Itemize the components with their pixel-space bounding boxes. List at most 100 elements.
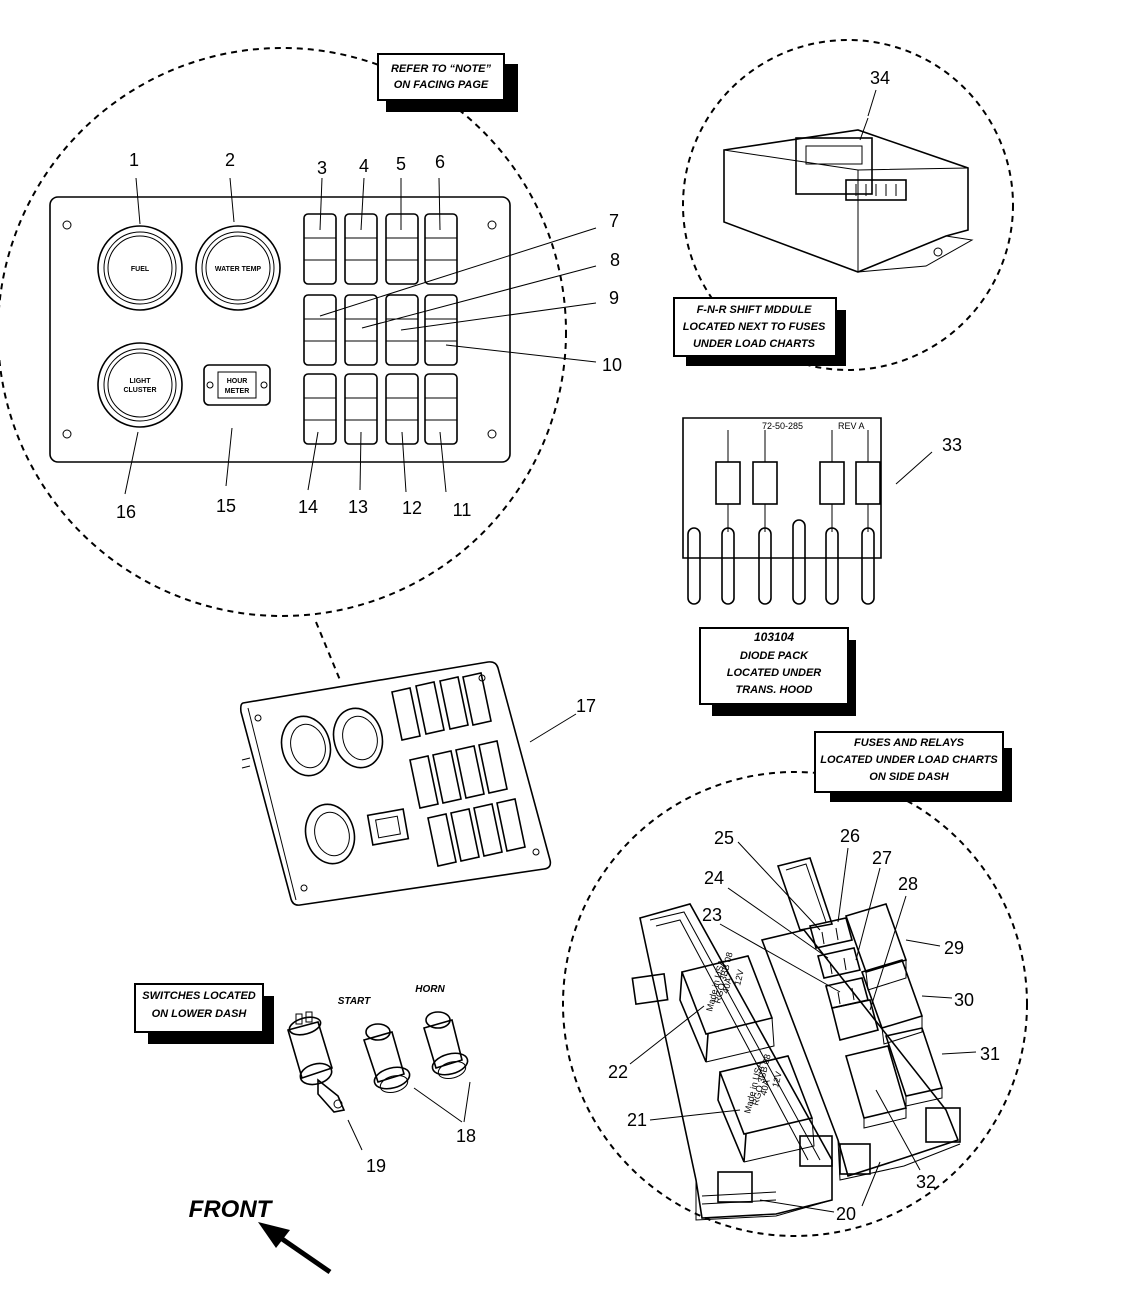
callout-34: 34 bbox=[870, 68, 890, 88]
detail-circle-fuses bbox=[562, 771, 1028, 1237]
callout-17: 17 bbox=[576, 696, 596, 716]
callout-29: 29 bbox=[944, 938, 964, 958]
callout-7: 7 bbox=[609, 211, 619, 231]
callout-24: 24 bbox=[704, 868, 724, 888]
dash-panel-assembly: 17 bbox=[239, 661, 596, 906]
callout-9: 9 bbox=[609, 288, 619, 308]
key-switch bbox=[287, 1011, 346, 1113]
callout-25: 25 bbox=[714, 828, 734, 848]
callout-18: 18 bbox=[456, 1126, 476, 1146]
diode-components bbox=[715, 430, 881, 532]
callout-2: 2 bbox=[225, 150, 235, 170]
diode-board-rev: REV A bbox=[838, 421, 865, 431]
callout-32: 32 bbox=[916, 1172, 936, 1192]
screw-hole bbox=[62, 220, 72, 230]
refer-note-line-2: ON FACING PAGE bbox=[394, 79, 489, 91]
diode-callout-line-2: DIODE PACK bbox=[740, 650, 809, 662]
light-cluster-label-2: CLUSTER bbox=[123, 387, 156, 394]
hour-meter: HOUR METER bbox=[203, 364, 271, 406]
panel-assembly-plate bbox=[239, 661, 552, 906]
rocker-switch bbox=[303, 294, 337, 366]
lower-dash-switches: SWITCHES LOCATED ON LOWER DASH ST bbox=[134, 983, 476, 1176]
rocker-switch bbox=[385, 373, 419, 445]
rocker-switch bbox=[424, 213, 458, 285]
callout-19: 19 bbox=[366, 1156, 386, 1176]
callout-20: 20 bbox=[836, 1204, 856, 1224]
start-switch bbox=[362, 1023, 411, 1094]
water-temp-gauge-label: WATER TEMP bbox=[215, 266, 261, 273]
refer-note-callout: REFER TO “NOTE” ON FACING PAGE bbox=[377, 53, 518, 112]
light-cluster-gauge: LIGHT CLUSTER bbox=[97, 342, 183, 428]
callout-4: 4 bbox=[359, 156, 369, 176]
relay-21-volt: 12V bbox=[770, 1071, 784, 1089]
fuses-callout-line-2: LOCATED UNDER LOAD CHARTS bbox=[820, 754, 998, 766]
relay-21-code1: 40A bbox=[758, 1079, 772, 1097]
fuel-gauge-label: FUEL bbox=[131, 266, 150, 273]
fuses-relays-callout: FUSES AND RELAYS LOCATED UNDER LOAD CHAR… bbox=[814, 731, 1012, 802]
callout-23: 23 bbox=[702, 905, 722, 925]
diode-board-pins bbox=[687, 519, 875, 605]
callout-14: 14 bbox=[298, 497, 318, 517]
fuses-relays-detail: FUSES AND RELAYS LOCATED UNDER LOAD CHAR… bbox=[562, 731, 1028, 1237]
callout-22: 22 bbox=[608, 1062, 628, 1082]
fnr-callout-line-3: UNDER LOAD CHARTS bbox=[693, 338, 816, 350]
screw-hole bbox=[487, 429, 497, 439]
hour-meter-label-1: HOUR bbox=[227, 378, 248, 385]
rocker-switch bbox=[385, 213, 419, 285]
detail-circle-fnr bbox=[682, 39, 1014, 371]
mini-relays bbox=[844, 903, 944, 1129]
callout-11: 11 bbox=[453, 500, 472, 520]
relay-base-rail-left bbox=[639, 903, 833, 1219]
leader-lines-fuses bbox=[629, 841, 977, 1213]
diode-pack-detail: 72-50-285 REV A 33 103104 DIODE PACK bbox=[682, 417, 962, 716]
callout-27: 27 bbox=[872, 848, 892, 868]
callout-6: 6 bbox=[435, 152, 445, 172]
diode-callout-line-1: 103104 bbox=[754, 630, 794, 644]
callout-3: 3 bbox=[317, 158, 327, 178]
diode-pack-callout: 103104 DIODE PACK LOCATED UNDER TRANS. H… bbox=[699, 627, 856, 716]
rocker-switch bbox=[344, 294, 378, 366]
callout-15: 15 bbox=[216, 496, 236, 516]
diode-board-part: 72-50-285 bbox=[762, 421, 803, 431]
callout-8: 8 bbox=[610, 250, 620, 270]
fnr-callout-line-1: F-N-R SHIFT MDDULE bbox=[697, 304, 813, 316]
front-arrowhead-icon bbox=[258, 1222, 290, 1248]
callout-13: 13 bbox=[348, 497, 368, 517]
horn-switch bbox=[423, 1011, 469, 1080]
fuses-callout-line-3: ON SIDE DASH bbox=[869, 771, 950, 783]
key-icon bbox=[317, 1078, 346, 1113]
callout-26: 26 bbox=[840, 826, 860, 846]
front-indicator: FRONT bbox=[189, 1196, 332, 1275]
screw-hole bbox=[62, 429, 72, 439]
switches-lower-callout: SWITCHES LOCATED ON LOWER DASH bbox=[134, 983, 274, 1044]
rocker-switch bbox=[344, 213, 378, 285]
callout-12: 12 bbox=[402, 498, 422, 518]
switches-callout-line-2: ON LOWER DASH bbox=[152, 1008, 248, 1020]
callout-21: 21 bbox=[627, 1110, 647, 1130]
detail-leader-dashed bbox=[315, 621, 341, 681]
callout-16: 16 bbox=[116, 502, 136, 522]
front-label: FRONT bbox=[189, 1196, 274, 1223]
fnr-module-callout: F-N-R SHIFT MDDULE LOCATED NEXT TO FUSES… bbox=[673, 297, 846, 366]
panel-assembly-switches bbox=[391, 672, 526, 867]
light-cluster-label-1: LIGHT bbox=[130, 378, 152, 385]
hour-meter-label-2: METER bbox=[225, 388, 250, 395]
detail-circle-dash-panel bbox=[0, 47, 567, 617]
rocker-switch bbox=[303, 373, 337, 445]
callout-5: 5 bbox=[396, 154, 406, 174]
rocker-switch bbox=[424, 294, 458, 366]
callout-33: 33 bbox=[942, 435, 962, 455]
fnr-module-body bbox=[723, 129, 969, 273]
leader-lines-panel bbox=[124, 177, 597, 495]
relay-22: 12V 40A RGO 3BB 08 Made in USA bbox=[679, 951, 775, 1063]
fnr-callout-line-2: LOCATED NEXT TO FUSES bbox=[683, 321, 826, 333]
callout-28: 28 bbox=[898, 874, 918, 894]
screw-hole bbox=[487, 220, 497, 230]
fuses-callout-line-1: FUSES AND RELAYS bbox=[854, 737, 965, 749]
start-label: START bbox=[338, 996, 371, 1007]
callout-10: 10 bbox=[602, 355, 622, 375]
callout-1: 1 bbox=[129, 150, 139, 170]
dash-panel-detail: FUEL WATER TEMP LIGHT CLUSTER HOUR METER bbox=[0, 47, 622, 681]
rocker-switch bbox=[303, 213, 337, 285]
